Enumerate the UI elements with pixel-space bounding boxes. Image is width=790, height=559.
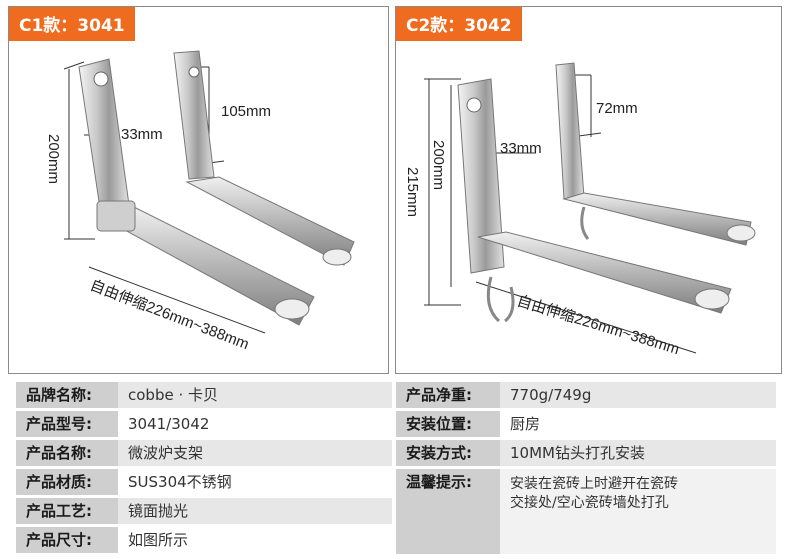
- tip-line-1: 安装在瓷砖上时避开在瓷砖: [510, 476, 678, 492]
- spec-label-location: 安装位置:: [396, 411, 500, 437]
- spec-value-tip: 安装在瓷砖上时避开在瓷砖 交接处/空心瓷砖墙处打孔: [500, 469, 776, 554]
- depth-dim-label-c2: 33mm: [500, 140, 542, 157]
- spec-label-weight: 产品净重:: [396, 382, 500, 408]
- spec-value-material: SUS304不锈钢: [118, 469, 392, 495]
- hole-spacing-label-c2: 72mm: [596, 100, 638, 117]
- depth-dim-label: 33mm: [121, 126, 163, 143]
- extend-range-label: 自由伸缩226mm~388mm: [88, 277, 252, 353]
- bracket-illustration-c1: 200mm 33mm 105mm 自由伸缩226mm~388mm: [45, 50, 355, 353]
- spec-label-model: 产品型号:: [16, 411, 118, 437]
- product-panel-c1: C1款：3041 200mm 33mm: [8, 6, 389, 374]
- product-panel-c2: C2款：3042 215m: [395, 6, 782, 374]
- spec-value-install: 10MM钻头打孔安装: [500, 440, 776, 466]
- spec-value-model: 3041/3042: [118, 411, 392, 437]
- spec-label-brand: 品牌名称:: [16, 382, 118, 408]
- spec-value-location: 厨房: [500, 411, 776, 437]
- spec-value-weight: 770g/749g: [500, 382, 776, 408]
- model-tag-c1: C1款：3041: [9, 7, 135, 41]
- spec-label-size: 产品尺寸:: [16, 527, 118, 553]
- spec-value-process: 镜面抛光: [118, 498, 392, 524]
- spec-label-process: 产品工艺:: [16, 498, 118, 524]
- spec-label-tip: 温馨提示:: [396, 469, 500, 554]
- spec-value-name: 微波炉支架: [118, 440, 392, 466]
- outer-height-dim-label: 215mm: [404, 167, 421, 217]
- model-tag-c2: C2款：3042: [396, 7, 522, 41]
- spec-label-name: 产品名称:: [16, 440, 118, 466]
- hole-spacing-label: 105mm: [221, 103, 271, 120]
- spec-label-material: 产品材质:: [16, 469, 118, 495]
- spec-label-install: 安装方式:: [396, 440, 500, 466]
- spec-value-size: 如图所示: [118, 527, 392, 553]
- bracket-illustration-c2: 215mm 200mm 33mm 72mm 自由伸缩226mm~388mm: [404, 62, 756, 359]
- tip-line-2: 交接处/空心瓷砖墙处打孔: [510, 495, 669, 511]
- height-dim-label: 200mm: [45, 134, 62, 184]
- inner-height-dim-label: 200mm: [430, 140, 447, 190]
- extend-range-label-c2: 自由伸缩226mm~388mm: [515, 293, 681, 359]
- spec-value-brand: cobbe · 卡贝: [118, 382, 392, 408]
